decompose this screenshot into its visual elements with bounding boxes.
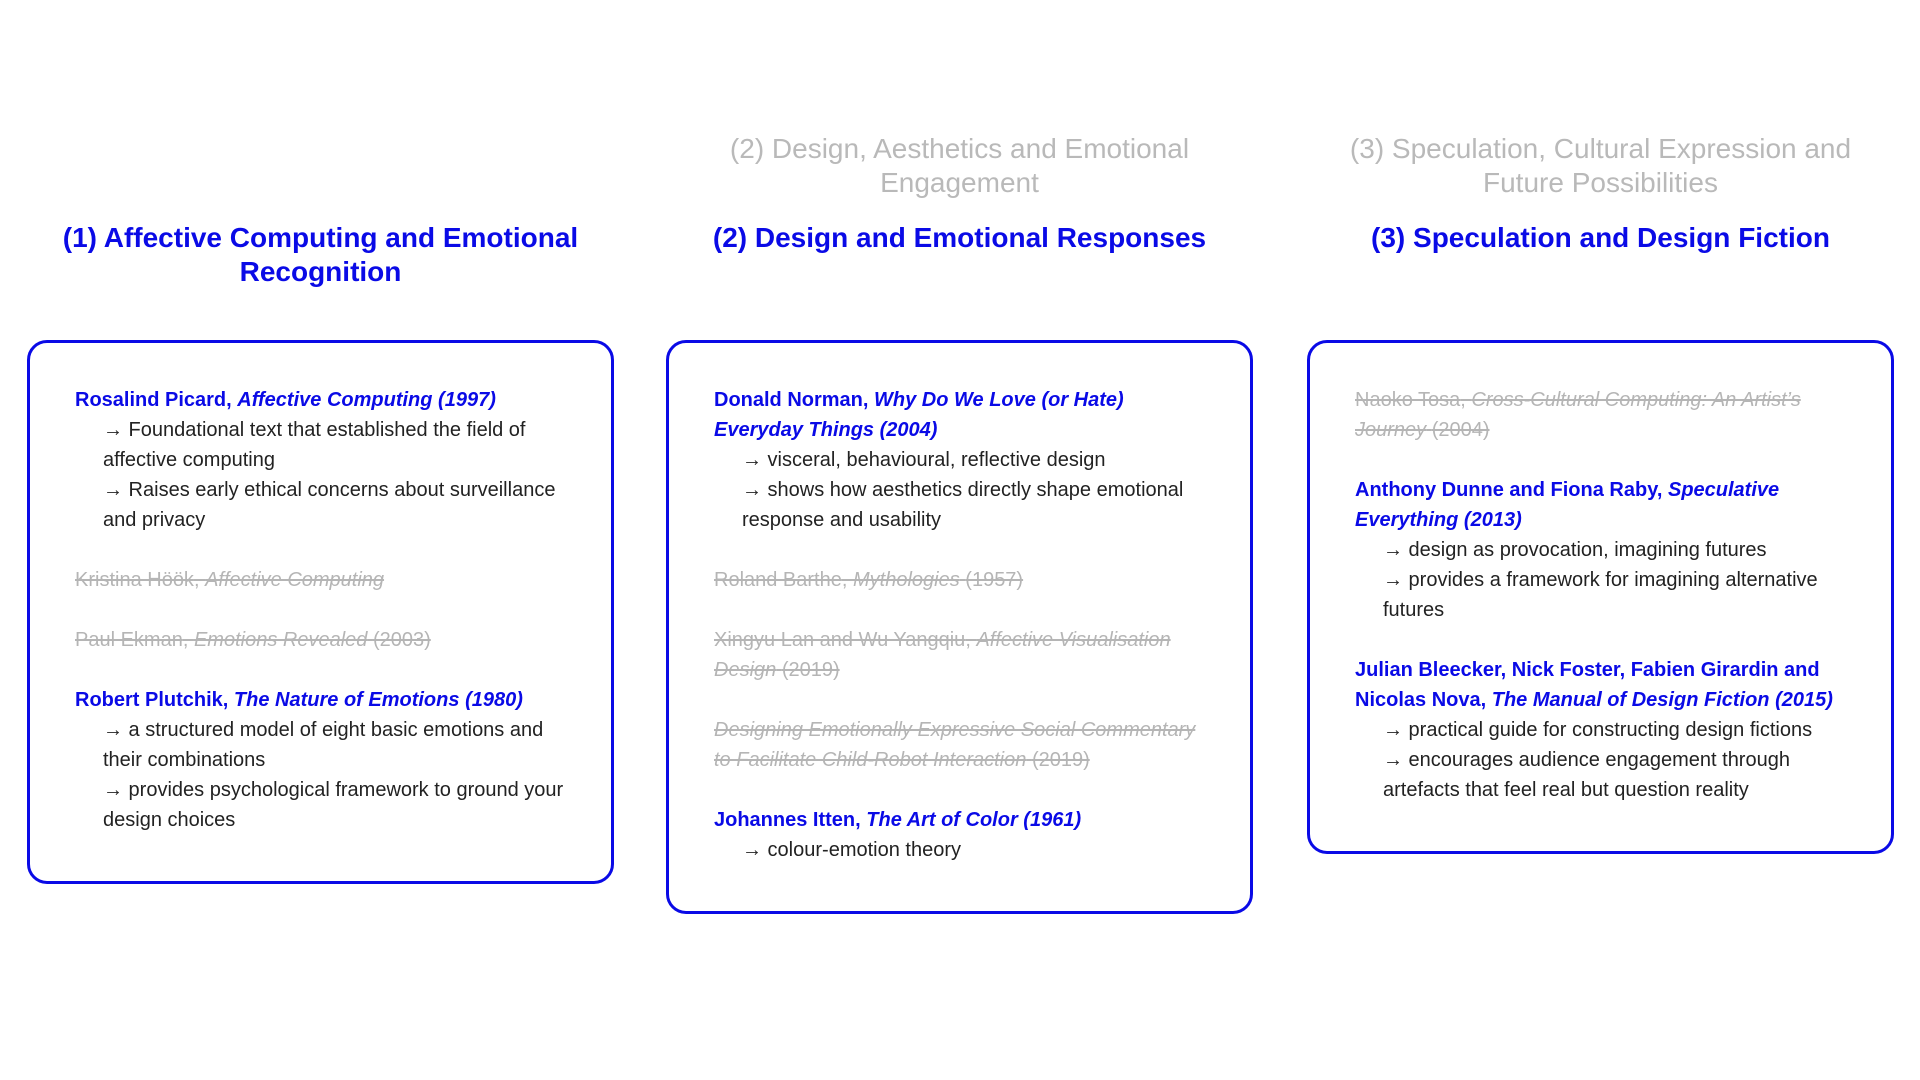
reference-work: Cross-Cultural Computing: An Artist’s Jo… [1355, 389, 1801, 441]
reference-author: Robert Plutchik [75, 689, 223, 711]
struck-reference: Kristina Höök, Affective Computing [75, 565, 575, 595]
reference-author: Anthony Dunne and Fiona Raby [1355, 479, 1657, 501]
column-title: (3) Speculation and Design Fiction [1371, 222, 1830, 253]
reference-year: (1961) [1023, 809, 1082, 831]
reference-heading: Paul Ekman, Emotions Revealed (2003) [75, 629, 431, 651]
reference-note: → colour-emotion theory [742, 839, 961, 861]
reference-heading: Julian Bleecker, Nick Foster, Fabien Gir… [1355, 659, 1833, 711]
reference-year: (2004) [879, 419, 938, 441]
reference-year: (1997) [438, 389, 496, 411]
reference-year: (1957) [965, 569, 1024, 591]
reference-note: → visceral, behavioural, reflective desi… [742, 449, 1106, 471]
reference-author: Julian Bleecker, Nick Foster, Fabien Gir… [1355, 659, 1820, 711]
reference-heading: Donald Norman, Why Do We Love (or Hate) … [714, 389, 1124, 441]
struck-reference: Roland Barthe, Mythologies (1957) [714, 565, 1214, 595]
reference-note: → Foundational text that established the… [103, 419, 526, 471]
reference-author: Johannes Itten [714, 809, 856, 831]
reference-entry: Johannes Itten, The Art of Color (1961) →… [714, 805, 1214, 865]
reference-year: (2015) [1775, 689, 1833, 711]
reference-work: Speculative Everything [1355, 479, 1780, 531]
column-title: (2) Design and Emotional Responses [712, 222, 1207, 253]
reference-author: Xingyu Lan and Wu Yangqiu [714, 629, 966, 651]
reference-heading: Robert Plutchik, The Nature of Emotions … [75, 689, 523, 711]
struck-reference: Xingyu Lan and Wu Yangqiu, Affective Vis… [714, 625, 1214, 685]
reference-entry: Donald Norman, Why Do We Love (or Hate) … [714, 385, 1214, 535]
reference-entry: Julian Bleecker, Nick Foster, Fabien Gir… [1355, 655, 1855, 805]
reference-author: Roland Barthe [714, 569, 842, 591]
column-subtitle: (3) Speculation, Cultural Expression and… [1349, 133, 1852, 198]
reference-card: Donald Norman, Why Do We Love (or Hate) … [666, 340, 1253, 914]
reference-author: Naoko Tosa [1355, 389, 1461, 411]
reference-author: Kristina Höök [75, 569, 194, 591]
reference-year: (2004) [1431, 419, 1490, 441]
reference-work: Designing Emotionally Expressive Social … [714, 719, 1196, 771]
reference-heading: Kristina Höök, Affective Computing [75, 569, 385, 591]
reference-note: → a structured model of eight basic emot… [103, 719, 544, 771]
reference-note: → design as provocation, imagining futur… [1383, 539, 1767, 561]
struck-reference: Naoko Tosa, Cross-Cultural Computing: An… [1355, 385, 1855, 445]
reference-entry: Robert Plutchik, The Nature of Emotions … [75, 685, 575, 835]
reference-note: → Raises early ethical concerns about su… [103, 479, 556, 531]
reference-note: → shows how aesthetics directly shape em… [742, 479, 1184, 531]
reference-work: Affective Computing [237, 389, 433, 411]
reference-year: (2003) [372, 629, 431, 651]
reference-year: (1980) [465, 689, 523, 711]
reference-entry: Anthony Dunne and Fiona Raby, Speculativ… [1355, 475, 1855, 625]
struck-reference: Paul Ekman, Emotions Revealed (2003) [75, 625, 575, 655]
reference-heading: Roland Barthe, Mythologies (1957) [714, 569, 1024, 591]
struck-reference: Designing Emotionally Expressive Social … [714, 715, 1214, 775]
reference-note: → practical guide for constructing desig… [1383, 719, 1813, 741]
column-title: (1) Affective Computing and Emotional Re… [62, 222, 579, 287]
reference-entry: Rosalind Picard, Affective Computing (19… [75, 385, 575, 535]
reference-work: The Manual of Design Fiction [1491, 689, 1770, 711]
reference-author: Donald Norman [714, 389, 863, 411]
reference-card: Naoko Tosa, Cross-Cultural Computing: An… [1307, 340, 1894, 854]
reference-work: The Art of Color [866, 809, 1018, 831]
reference-note: → provides a framework for imagining alt… [1383, 569, 1818, 621]
reference-heading: Designing Emotionally Expressive Social … [714, 715, 1214, 775]
reference-work: Affective Visualisation Design [714, 629, 1171, 681]
reference-work: Affective Computing [205, 569, 385, 591]
reference-year: (2019) [1031, 749, 1090, 771]
reference-heading: Xingyu Lan and Wu Yangqiu, Affective Vis… [714, 629, 1171, 681]
reference-year: (2019) [781, 659, 840, 681]
reference-heading: Johannes Itten, The Art of Color (1961) [714, 809, 1082, 831]
reference-work: Why Do We Love (or Hate) Everyday Things [714, 389, 1124, 441]
reference-author: Paul Ekman [75, 629, 183, 651]
reference-year: (2013) [1463, 509, 1522, 531]
reference-card: Rosalind Picard, Affective Computing (19… [27, 340, 614, 884]
reference-work: Emotions Revealed [193, 629, 368, 651]
reference-work: Mythologies [853, 569, 960, 591]
reference-author: Rosalind Picard [75, 389, 227, 411]
column-subtitle: (2) Design, Aesthetics and Emotional Eng… [729, 133, 1190, 198]
reference-note: → provides psychological framework to gr… [103, 779, 564, 831]
reference-heading: Rosalind Picard, Affective Computing (19… [75, 389, 496, 411]
reference-note: → encourages audience engagement through… [1383, 749, 1790, 801]
reference-work: The Nature of Emotions [233, 689, 460, 711]
reference-heading: Anthony Dunne and Fiona Raby, Speculativ… [1355, 479, 1780, 531]
reference-heading: Naoko Tosa, Cross-Cultural Computing: An… [1355, 389, 1801, 441]
